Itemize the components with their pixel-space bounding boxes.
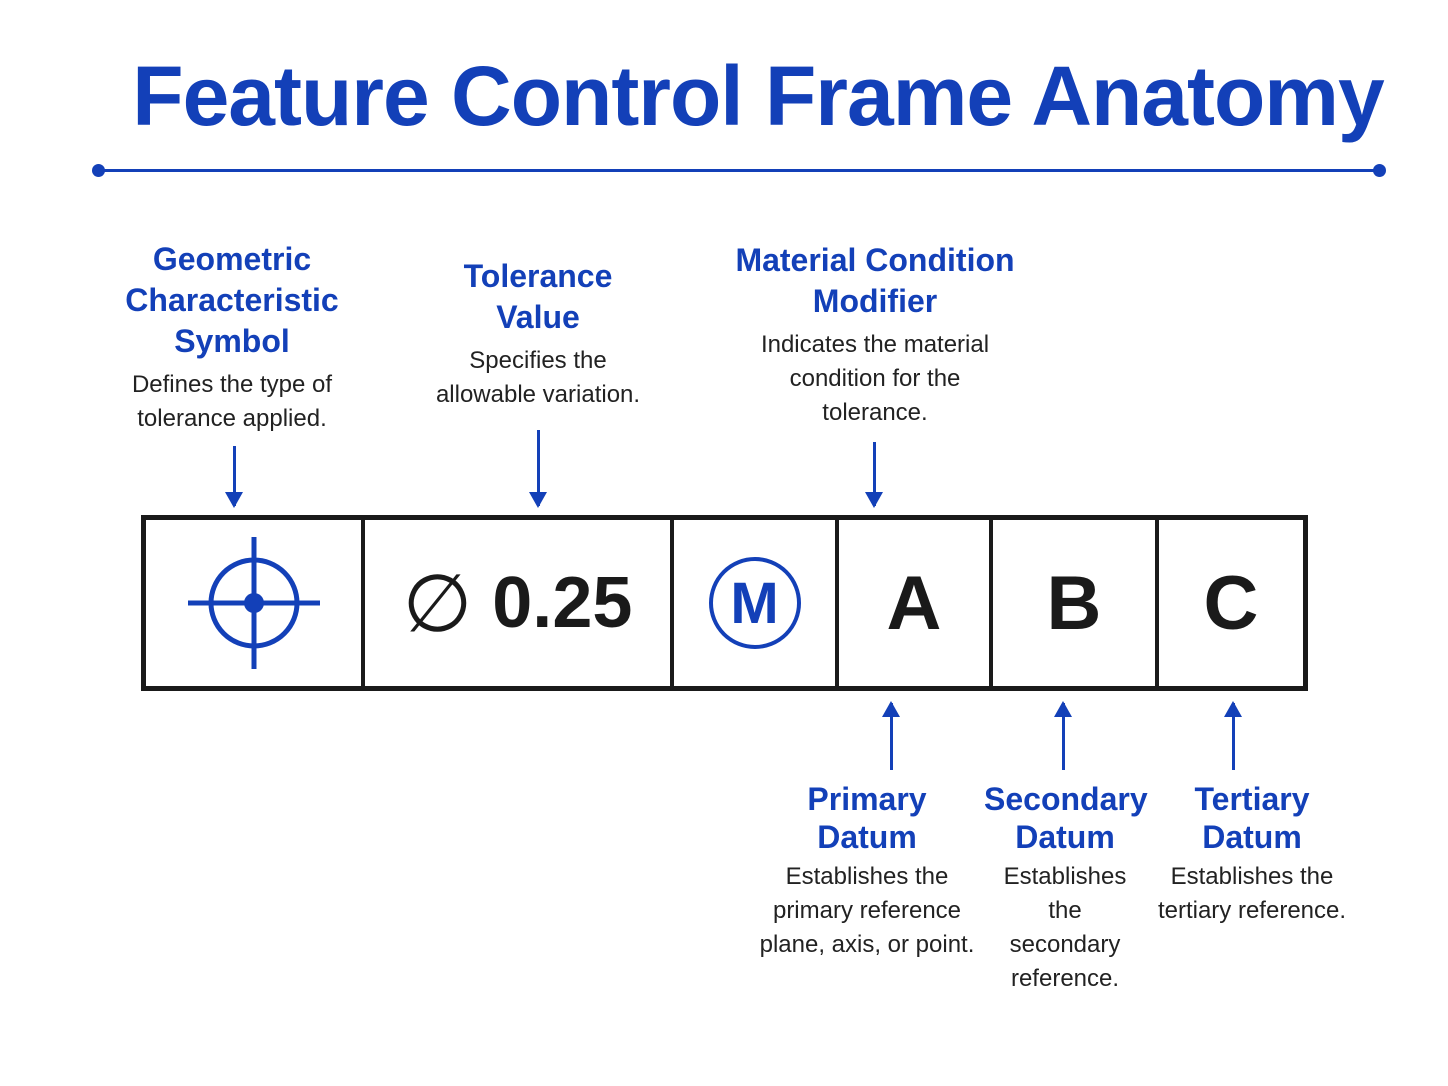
cell-datum-tertiary: C [1159,520,1303,686]
datum-letter-secondary: B [1046,560,1102,646]
callout-modifier: Material Condition Modifier Indicates th… [712,240,1038,430]
tolerance-number: 0.25 [492,563,633,643]
position-crosshair-icon [187,537,320,669]
cell-characteristic-symbol [146,520,365,686]
callout-tertiary-description: Establishes the tertiary reference. [1157,863,1347,924]
callout-primary-datum: Primary Datum Establishes the primary re… [750,780,984,962]
arrow-to-symbol [225,446,243,508]
callout-tertiary-datum: Tertiary Datum Establishes the tertiary … [1150,780,1354,928]
callout-tolerance-description: Specifies the allowable variation. [435,347,641,408]
cell-datum-primary: A [839,520,993,686]
callout-modifier-title: Material Condition Modifier [735,242,1015,319]
callout-primary-title: Primary Datum [807,781,927,855]
callout-tolerance: Tolerance Value Specifies the allowable … [400,256,676,412]
callout-tertiary-title: Tertiary Datum [1194,781,1310,855]
title-divider [98,169,1380,172]
callout-modifier-description: Indicates the material condition for the… [760,331,990,426]
callout-symbol: Geometric Characteristic Symbol Defines … [80,239,384,436]
arrow-to-modifier [865,442,883,508]
datum-letter-primary: A [886,560,942,646]
mmc-modifier-circle: M [708,557,801,649]
callout-primary-description: Establishes the primary reference plane,… [759,863,975,958]
cell-tolerance-value: ∅ 0.25 [365,520,674,686]
callout-secondary-description: Establishes the secondary reference. [1003,863,1127,992]
datum-letter-tertiary: C [1203,560,1259,646]
feature-control-frame: ∅ 0.25 M A B C [141,515,1308,691]
arrow-from-primary [882,701,900,770]
divider-end-dot-right [1373,164,1386,177]
callout-symbol-title: Geometric Characteristic Symbol [125,241,339,359]
divider-end-dot-left [92,164,105,177]
cell-datum-secondary: B [993,520,1159,686]
callout-secondary-title: Secondary Datum [984,781,1148,855]
callout-tolerance-title: Tolerance Value [463,258,613,335]
diameter-symbol: ∅ [402,558,473,648]
tolerance-value: ∅ 0.25 [403,557,633,650]
page-title: Feature Control Frame Anatomy [132,49,1384,143]
modifier-letter: M [730,570,779,636]
callout-symbol-description: Defines the type of tolerance applied. [131,371,333,432]
callout-secondary-datum: Secondary Datum Establishes the secondar… [984,780,1148,996]
cell-material-modifier: M [674,520,839,686]
arrow-from-tertiary [1224,701,1242,770]
arrow-from-secondary [1054,701,1072,770]
arrow-to-tolerance [529,430,547,508]
